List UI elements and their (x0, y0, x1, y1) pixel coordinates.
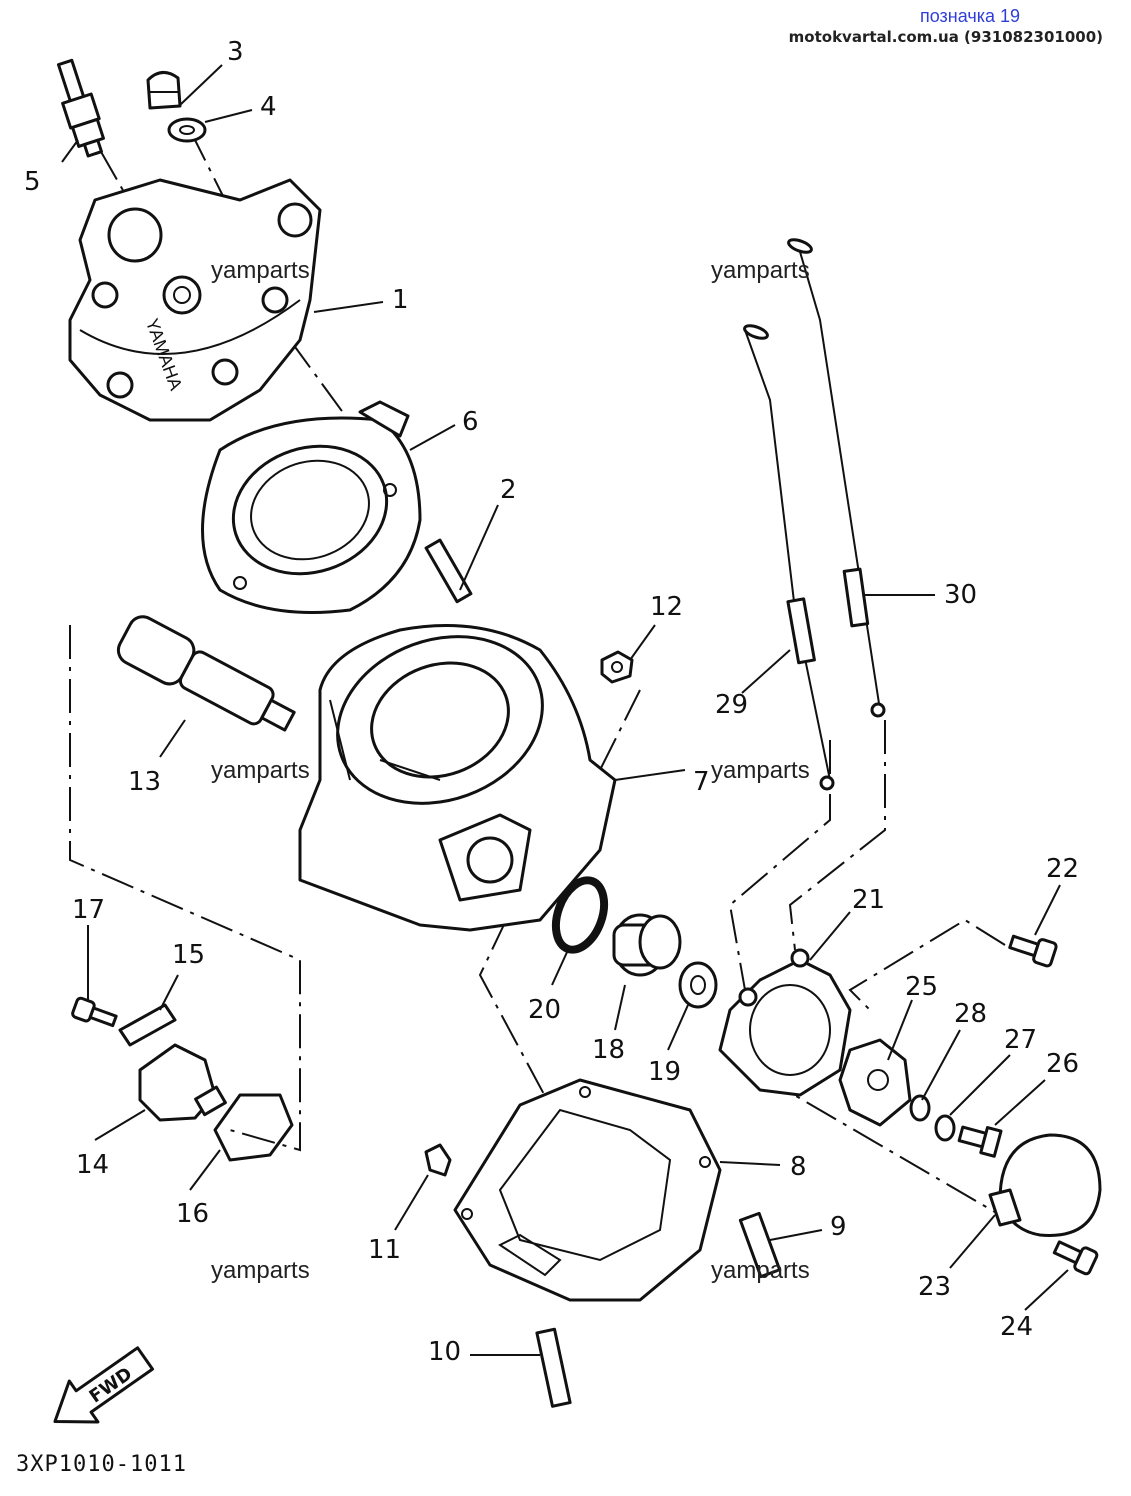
callout-29: 29 (715, 690, 748, 720)
callout-10: 10 (428, 1337, 461, 1367)
head-gasket-part[interactable] (201, 400, 422, 614)
watermark-text: yamparts (211, 257, 310, 284)
thermostat-gasket-part[interactable] (213, 1093, 294, 1162)
cable-30-part[interactable] (787, 237, 886, 718)
callout-16: 16 (176, 1199, 209, 1229)
callout-17: 17 (72, 895, 105, 925)
bracket-part[interactable] (118, 1003, 177, 1047)
shop-info: motokvartal.com.ua (931082301000) (788, 28, 1103, 46)
page-label-link[interactable]: позначка 19 (919, 6, 1020, 26)
impeller-part[interactable] (838, 1038, 912, 1127)
fwd-arrow-icon: FWD (53, 1346, 155, 1424)
impeller-washer-part[interactable] (909, 1094, 931, 1122)
callout-1: 1 (392, 285, 409, 315)
thermostat-cover-part[interactable] (138, 1043, 227, 1122)
callout-25: 25 (905, 972, 938, 1002)
cylinder-head-part[interactable]: YAMAHA (68, 178, 322, 422)
callout-12: 12 (650, 592, 683, 622)
cylinder-part[interactable] (298, 609, 617, 932)
hose-clamp-part[interactable] (988, 1133, 1102, 1237)
callout-4: 4 (260, 92, 277, 122)
callout-9: 9 (830, 1212, 847, 1242)
callout-24: 24 (1000, 1312, 1033, 1342)
stud-bolt-part[interactable] (424, 538, 473, 604)
base-gasket-part[interactable] (453, 1078, 722, 1302)
spark-plug-part[interactable] (51, 58, 109, 159)
watermark-text: yamparts (711, 257, 810, 284)
callout-leaders (61, 64, 1069, 1356)
cable-29-part[interactable] (743, 323, 835, 791)
watermark-text: yamparts (711, 1257, 810, 1284)
hex-nut-part[interactable] (600, 650, 634, 684)
seal-washer-part[interactable] (934, 1114, 956, 1142)
callout-13: 13 (128, 767, 161, 797)
callout-21: 21 (852, 885, 885, 915)
callout-14: 14 (76, 1150, 109, 1180)
callout-labels: 1 2 3 4 5 6 7 8 9 10 11 12 13 14 15 16 1… (24, 37, 1079, 1367)
callout-7: 7 (693, 767, 710, 797)
callout-22: 22 (1046, 854, 1079, 884)
housing-bolt-part[interactable] (1008, 931, 1058, 968)
callout-2: 2 (500, 475, 517, 505)
callout-15: 15 (172, 940, 205, 970)
callout-8: 8 (790, 1152, 807, 1182)
callout-3: 3 (227, 37, 244, 67)
watermark-text: yamparts (711, 757, 810, 784)
thermostat-housing-part[interactable] (113, 612, 301, 743)
cap-nut-part[interactable] (146, 71, 182, 110)
callout-20: 20 (528, 995, 561, 1025)
o-ring-part[interactable] (547, 874, 613, 957)
bracket-bolt-part[interactable] (71, 996, 118, 1030)
callout-26: 26 (1046, 1049, 1079, 1079)
watermarks: yamparts yamparts yamparts yamparts yamp… (211, 257, 810, 1284)
callout-23: 23 (918, 1272, 951, 1302)
impeller-bolt-part[interactable] (957, 1121, 1003, 1158)
callout-27: 27 (1004, 1025, 1037, 1055)
callout-6: 6 (462, 407, 479, 437)
watermark-text: yamparts (211, 1257, 310, 1284)
drawing-code: 3XP1010-1011 (16, 1452, 187, 1477)
watermark-text: yamparts (211, 757, 310, 784)
bearing-part[interactable] (678, 961, 718, 1009)
callout-19: 19 (648, 1057, 681, 1087)
callout-5: 5 (24, 167, 41, 197)
pump-housing-part[interactable] (718, 948, 852, 1097)
callout-11: 11 (368, 1235, 401, 1265)
callout-28: 28 (954, 999, 987, 1029)
dowel-pin-part[interactable] (738, 1211, 782, 1279)
base-stud-part[interactable] (535, 1327, 572, 1408)
callout-18: 18 (592, 1035, 625, 1065)
washer-part[interactable] (167, 117, 207, 143)
callout-30: 30 (944, 580, 977, 610)
clamp-screw-part[interactable] (1052, 1236, 1099, 1276)
oil-seal-part[interactable] (612, 913, 682, 977)
cap-pin-part[interactable] (424, 1143, 452, 1177)
